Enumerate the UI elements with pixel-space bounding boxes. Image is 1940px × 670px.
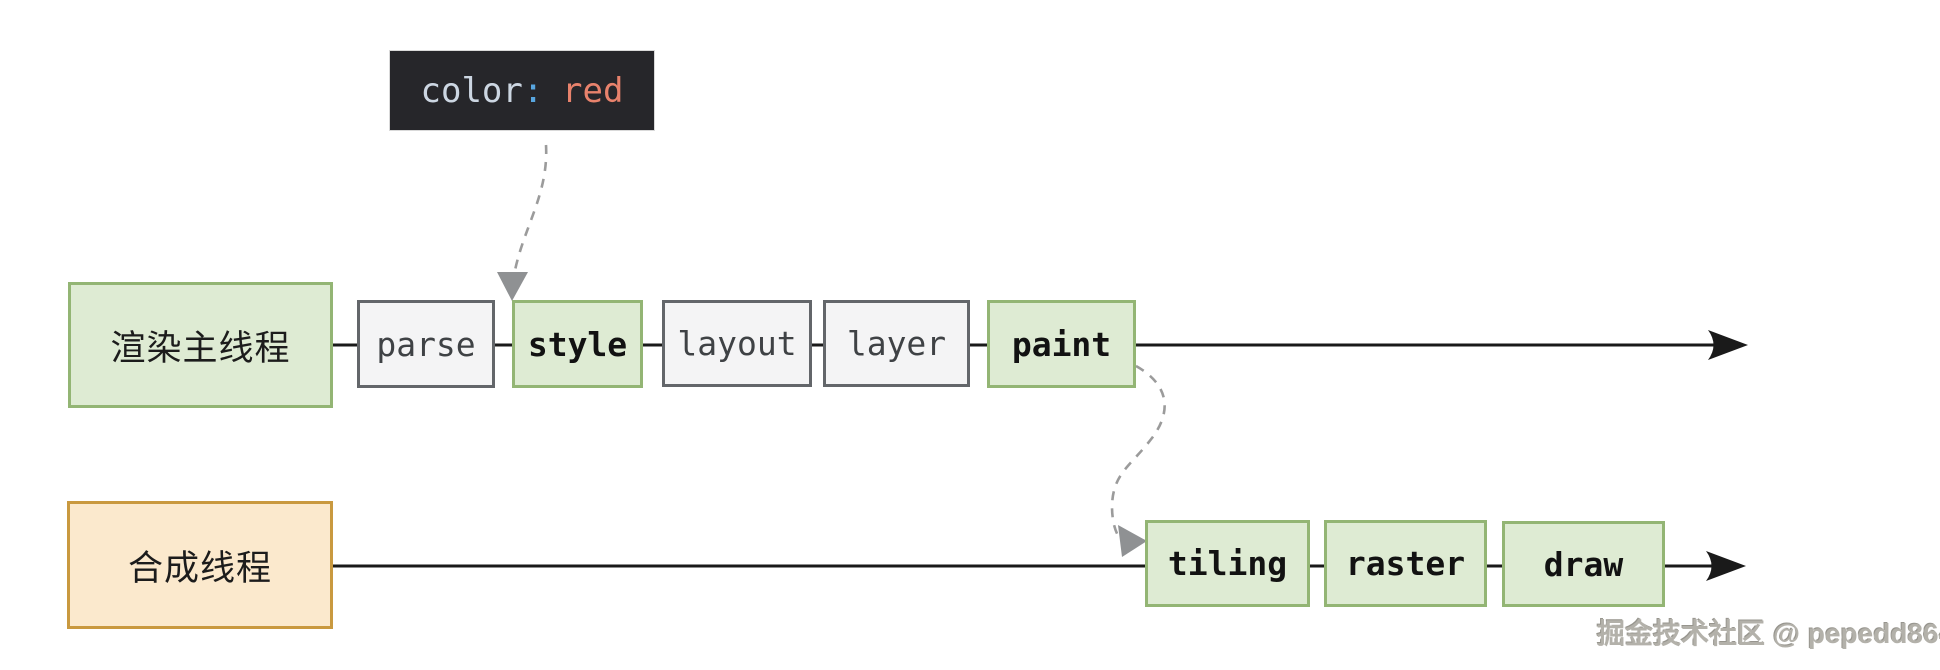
code-value-text: red [562,70,624,111]
main-thread-arrowhead-icon [1708,330,1748,360]
code-property-text: color [420,70,523,111]
tooltip-to-style-arrowhead-icon [497,272,528,301]
stage-box-paint: paint [987,300,1136,388]
thread-label-text: 渲染主线程 [110,328,291,368]
thread-label-text: 合成线程 [127,548,272,588]
stage-box-raster: raster [1324,520,1487,607]
stage-box-draw: draw [1502,521,1665,607]
stage-label: parse [376,324,476,364]
stage-label: layout [677,324,797,363]
stage-label: style [527,324,628,364]
stage-label: draw [1543,544,1624,584]
stage-label: raster [1345,544,1466,583]
stage-label: layer [846,324,947,363]
thread-label-render-main: 渲染主线程 [68,282,333,408]
paint-to-tiling-arrowhead-icon [1118,525,1147,557]
stage-box-tiling: tiling [1145,520,1310,607]
stage-label: paint [1011,324,1112,364]
paint-to-tiling-dashed-curve [1110,364,1166,540]
tooltip-to-style-dashed-curve [510,144,548,291]
code-colon-text: : [522,70,544,111]
css-code-tooltip: color: red [390,51,654,130]
watermark-text: 掘金技术社区 @ pepedd864 [1597,618,1940,649]
compositor-thread-arrowhead-icon [1706,551,1746,581]
thread-label-compositor: 合成线程 [67,501,333,629]
stage-box-layout: layout [662,300,812,387]
stage-box-style: style [512,300,643,388]
stage-box-parse: parse [357,300,495,388]
stage-box-layer: layer [823,300,970,387]
stage-label: tiling [1167,544,1288,583]
